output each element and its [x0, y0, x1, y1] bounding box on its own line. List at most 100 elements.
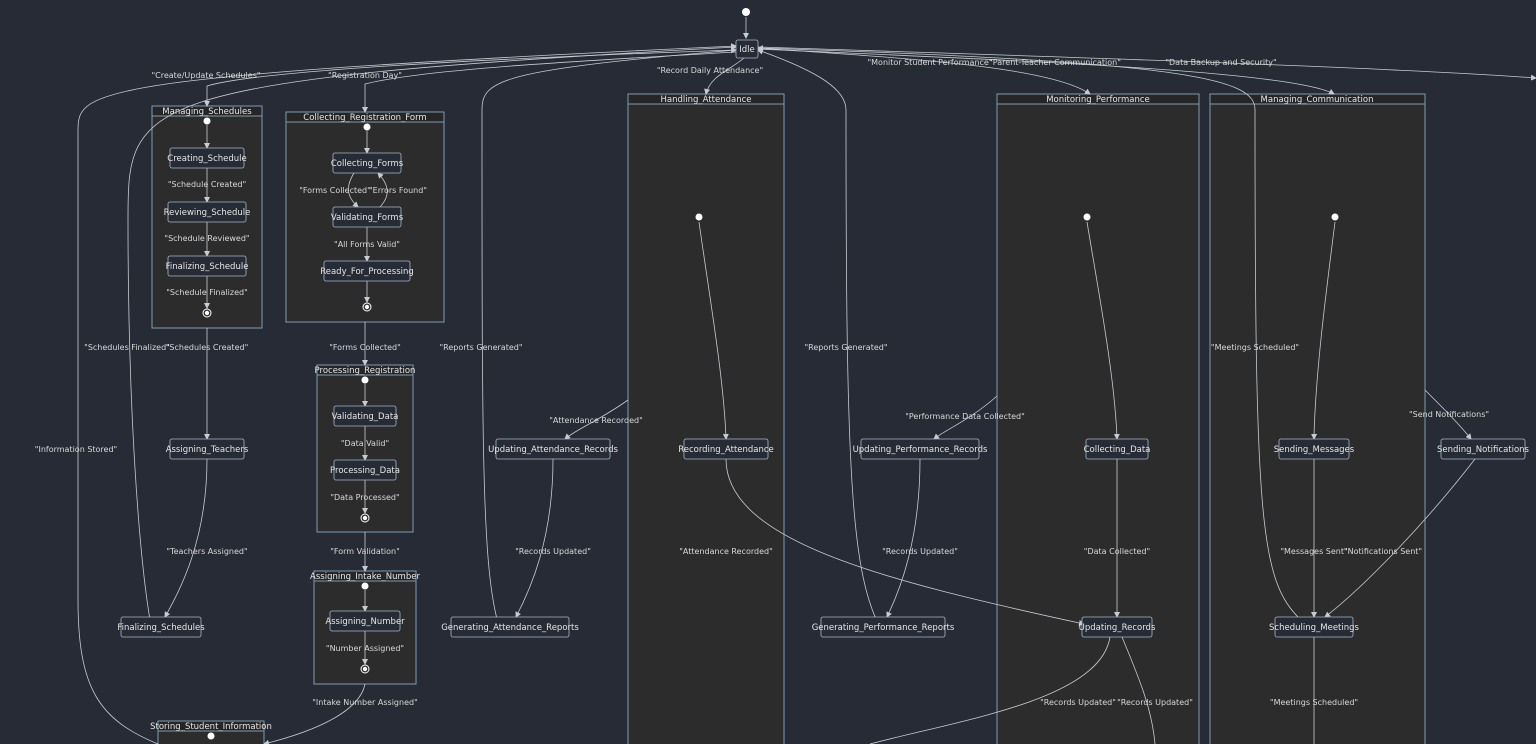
cluster-monitoring-performance: Monitoring_Performance	[996, 93, 1200, 744]
state-reviewing-schedule[interactable]: Reviewing_Schedule	[164, 201, 251, 223]
edge-label: "Record Daily Attendance"	[657, 66, 763, 75]
edge-idle-collecting-registration	[362, 51, 737, 113]
state-finalizing-schedule[interactable]: Finalizing_Schedule	[166, 255, 249, 277]
edge-label: "Form Validation"	[330, 547, 400, 556]
end-marker	[360, 513, 370, 523]
edge-label: "Teachers Assigned"	[166, 547, 247, 556]
edge-label: "Meetings Scheduled"	[1270, 698, 1358, 707]
edge-label: "Data Processed"	[330, 493, 399, 502]
end-marker	[360, 664, 370, 674]
cluster-title: Managing_Schedules	[162, 107, 252, 117]
state-label: Sending_Notifications	[1437, 445, 1530, 455]
state-collecting-data[interactable]: Collecting_Data	[1084, 438, 1151, 460]
edge-label: "Information Stored"	[35, 445, 117, 454]
edge-updating-performance-reports	[886, 458, 921, 618]
state-label: Generating_Attendance_Reports	[441, 623, 579, 633]
state-label: Ready_For_Processing	[320, 267, 414, 277]
edge-attendance-reports-idle	[481, 47, 737, 620]
state-collecting-forms[interactable]: Collecting_Forms	[331, 152, 404, 174]
edge-label: "Messages Sent"	[1280, 547, 1347, 556]
state-label: Collecting_Forms	[331, 159, 404, 169]
edge-labels: "Create/Update Schedules" "Registration …	[35, 58, 1489, 707]
edge-label: "Reports Generated"	[804, 343, 887, 352]
edge-label: "Create/Update Schedules"	[151, 71, 260, 80]
edge-label: "Reports Generated"	[439, 343, 522, 352]
state-label: Validating_Data	[332, 412, 399, 422]
state-label: Assigning_Number	[325, 617, 405, 627]
cluster-title: Assigning_Intake_Number	[310, 572, 420, 582]
edge-label: "Monitor Student Performance"	[867, 58, 992, 67]
cluster-title: Handling_Attendance	[661, 95, 752, 105]
edge-label: "Errors Found"	[369, 186, 427, 195]
edge-storing-info-idle	[77, 43, 737, 744]
state-label: Processing_Data	[330, 466, 400, 476]
cluster-managing-communication: Managing_Communication	[1209, 93, 1426, 744]
state-label: Creating_Schedule	[167, 154, 246, 164]
state-validating-forms[interactable]: Validating_Forms	[331, 206, 404, 228]
cluster-title: Monitoring_Performance	[1046, 95, 1150, 105]
edge-updating-records-out-2	[1121, 636, 1156, 744]
state-processing-data[interactable]: Processing_Data	[330, 459, 400, 481]
edge-label: "Forms Collected"	[299, 186, 371, 195]
state-scheduling-meetings[interactable]: Scheduling_Meetings	[1269, 616, 1360, 638]
edge-label: "All Forms Valid"	[334, 240, 400, 249]
start-dot	[361, 376, 369, 384]
edge-label: "Records Updated"	[515, 547, 591, 556]
state-label: Idle	[739, 45, 755, 55]
edge-label: "Parent-Teacher Communication"	[989, 58, 1121, 67]
edge-label: "Data Valid"	[341, 439, 389, 448]
state-assigning-number[interactable]: Assigning_Number	[325, 610, 405, 632]
edge-ha-start-recording	[698, 221, 729, 440]
edge-label: "Schedule Finalized"	[166, 288, 248, 297]
edge-mc-sending-notifications	[1424, 389, 1472, 440]
state-generating-performance-reports[interactable]: Generating_Performance_Reports	[812, 616, 955, 638]
edge-label: "Attendance Recorded"	[679, 547, 773, 556]
edge-mp-start-collecting	[1086, 221, 1120, 440]
edge-ha-updating-attendance	[564, 399, 629, 440]
edge-label: "Records Updated"	[882, 547, 958, 556]
state-sending-notifications[interactable]: Sending_Notifications	[1437, 438, 1530, 460]
edge-idle-handling-attendance	[704, 57, 745, 95]
edge-label: "Intake Number Assigned"	[312, 698, 418, 707]
state-updating-attendance-records[interactable]: Updating_Attendance_Records	[488, 438, 618, 460]
state-label: Updating_Records	[1079, 623, 1156, 633]
state-ready-for-processing[interactable]: Ready_For_Processing	[320, 260, 414, 282]
edge-finalizing-schedules-idle	[127, 44, 737, 621]
state-label: Updating_Performance_Records	[853, 445, 988, 455]
edge-idle-data-backup	[757, 46, 1536, 81]
state-generating-attendance-reports[interactable]: Generating_Attendance_Reports	[441, 616, 579, 638]
edge-teachers-finalizing	[164, 458, 208, 618]
state-sending-messages[interactable]: Sending_Messages	[1274, 438, 1355, 460]
state-label: Reviewing_Schedule	[164, 208, 251, 218]
edge-label: "Schedule Reviewed"	[164, 234, 249, 243]
state-updating-records[interactable]: Updating_Records	[1079, 616, 1156, 638]
edge-label: "Records Updated"	[1040, 698, 1116, 707]
cluster-title: Storing_Student_Information	[150, 722, 272, 732]
cluster-title: Managing_Communication	[1261, 95, 1374, 105]
end-marker	[202, 308, 212, 318]
start-dot	[207, 732, 215, 740]
state-label: Scheduling_Meetings	[1269, 623, 1359, 633]
state-creating-schedule[interactable]: Creating_Schedule	[167, 147, 247, 169]
cluster-title: Processing_Registration	[315, 366, 416, 376]
edge-label: "Notifications Sent"	[1344, 547, 1422, 556]
edge-label: "Schedule Created"	[168, 180, 246, 189]
edge-label: "Data Collected"	[1084, 547, 1150, 556]
edge-updating-attendance-reports	[515, 458, 554, 618]
edge-collecting-validating	[348, 172, 359, 208]
edges	[77, 17, 1536, 744]
state-validating-data[interactable]: Validating_Data	[332, 405, 399, 427]
start-dot	[203, 117, 211, 125]
state-label: Recording_Attendance	[678, 445, 774, 455]
state-assigning-teachers[interactable]: Assigning_Teachers	[166, 438, 249, 460]
edge-label: "Forms Collected"	[329, 343, 401, 352]
state-idle[interactable]: Idle	[735, 39, 759, 59]
edge-label: "Attendance Recorded"	[549, 416, 643, 425]
edge-notifications-meetings	[1324, 458, 1476, 618]
state-label: Assigning_Teachers	[166, 445, 249, 455]
state-recording-attendance[interactable]: Recording_Attendance	[678, 438, 774, 460]
edge-recording-updating-records	[725, 458, 1085, 626]
state-finalizing-schedules[interactable]: Finalizing_Schedules	[117, 616, 205, 638]
state-updating-performance-records[interactable]: Updating_Performance_Records	[853, 438, 988, 460]
start-dot	[695, 213, 703, 221]
